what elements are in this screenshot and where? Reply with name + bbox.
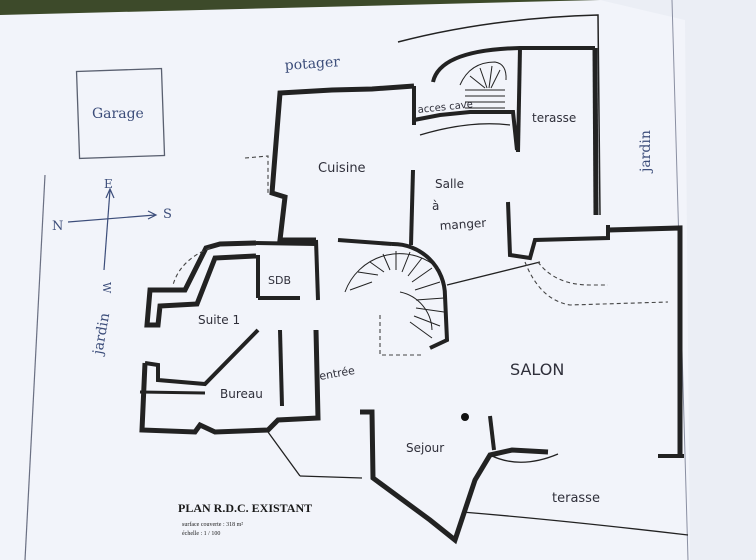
room-label-terasse-bottom: terasse bbox=[552, 491, 600, 506]
exterior-curve-wall bbox=[397, 14, 601, 216]
outside-label-jardin-right: jardin bbox=[638, 130, 654, 174]
room-label-bureau: Bureau bbox=[220, 387, 263, 401]
room-label-garage: Garage bbox=[92, 106, 144, 122]
compass-label-south: S bbox=[163, 207, 172, 222]
compass-rose bbox=[67, 187, 158, 271]
room-label-suite: Suite 1 bbox=[198, 313, 240, 327]
room-label-salle: Salle bbox=[435, 177, 464, 191]
room-label-salon: SALON bbox=[510, 360, 564, 379]
room-label-cuisine: Cuisine bbox=[318, 161, 366, 176]
room-label-entree: entrée bbox=[318, 364, 356, 383]
outside-label-potager: potager bbox=[284, 54, 341, 74]
room-label-terasse-top: terasse bbox=[532, 111, 576, 125]
cave-staircase bbox=[459, 61, 507, 109]
column-marker bbox=[461, 413, 469, 421]
plan-scale: échelle : 1 / 100 bbox=[182, 531, 220, 537]
room-label-sejour: Sejour bbox=[406, 441, 444, 455]
room-label-manger: manger bbox=[439, 216, 487, 233]
thin-lines bbox=[267, 123, 689, 536]
main-staircase bbox=[344, 251, 445, 339]
room-label-a: à bbox=[432, 199, 439, 213]
plan-title: PLAN R.D.C. EXISTANT bbox=[178, 501, 312, 515]
walls bbox=[139, 46, 684, 545]
plan-surface: surface couverte : 318 m² bbox=[182, 521, 243, 528]
compass-label-north: N bbox=[52, 219, 63, 234]
paper-fold-shade bbox=[600, 0, 756, 560]
outside-label-jardin-left: jardin bbox=[90, 312, 113, 358]
garage-block bbox=[75, 67, 166, 160]
room-label-sdb: SDB bbox=[268, 274, 291, 287]
sheet-border-line bbox=[24, 174, 46, 560]
compass-label-east: E bbox=[104, 177, 113, 191]
dashed-outlines bbox=[172, 155, 669, 356]
compass-label-west: W bbox=[100, 282, 113, 294]
